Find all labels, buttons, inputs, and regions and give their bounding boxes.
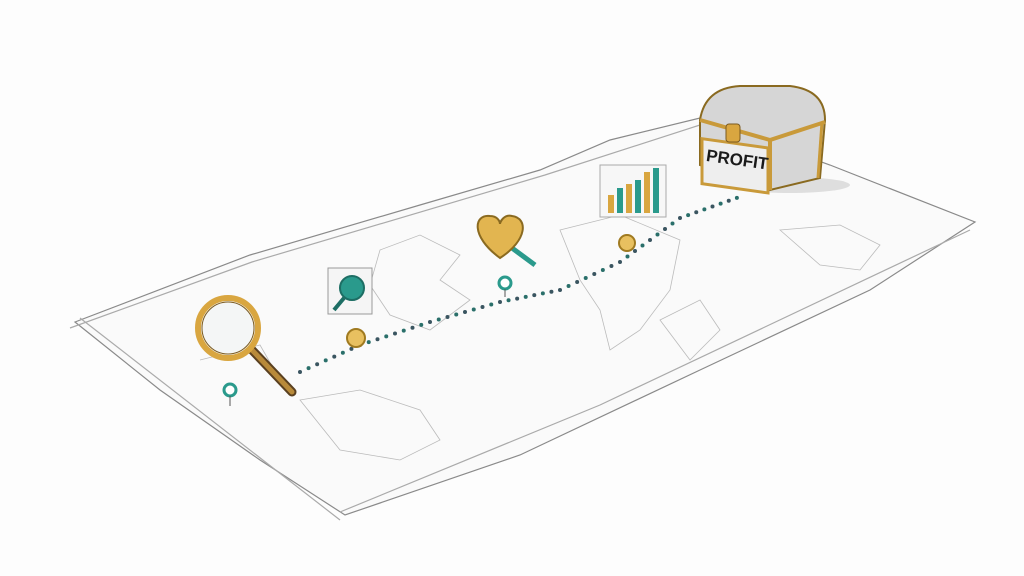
route-dot xyxy=(366,340,371,345)
route-dot xyxy=(428,320,432,324)
route-dot xyxy=(306,366,311,371)
bar-chart-icon xyxy=(599,164,667,218)
map-pin-icon xyxy=(497,275,513,297)
route-dot xyxy=(549,289,554,294)
route-dot xyxy=(609,264,614,268)
coin-icon xyxy=(346,328,366,348)
route-dot xyxy=(384,334,389,339)
route-dot xyxy=(445,315,450,319)
route-dot xyxy=(340,350,345,355)
route-dot xyxy=(410,325,415,330)
route-dot xyxy=(600,268,605,272)
route-dot xyxy=(678,216,682,220)
route-dot xyxy=(401,328,406,333)
route-dot xyxy=(686,213,691,218)
route-dot xyxy=(670,221,675,226)
route-dot xyxy=(592,272,597,276)
route-dot xyxy=(726,198,731,203)
coin-icon xyxy=(618,234,636,252)
route-dot xyxy=(393,331,397,336)
route-dot xyxy=(694,210,699,215)
map-sheet xyxy=(69,117,977,521)
route-dot xyxy=(375,337,380,342)
route-dot xyxy=(633,249,637,253)
route-dot xyxy=(523,294,528,299)
map-pin-icon xyxy=(222,382,238,406)
route-dot xyxy=(640,243,645,248)
route-dot xyxy=(471,307,476,312)
route-dot xyxy=(315,362,320,367)
magnifying-glass-icon xyxy=(195,295,297,397)
route-dot xyxy=(648,238,652,242)
route-dot xyxy=(323,358,328,363)
route-dot xyxy=(655,232,660,237)
route-dot xyxy=(663,227,667,231)
route-dot xyxy=(298,370,302,374)
route-dot xyxy=(625,254,630,259)
route-dot xyxy=(583,276,588,280)
route-dot xyxy=(349,346,354,351)
route-dot xyxy=(575,280,580,284)
route-dot xyxy=(419,322,424,327)
route-dot xyxy=(332,354,337,359)
route-dot xyxy=(436,317,441,322)
route-dot xyxy=(463,310,467,314)
route-dot xyxy=(506,298,511,303)
route-dot xyxy=(618,260,622,264)
route-dot xyxy=(702,207,707,212)
search-frame-icon xyxy=(327,267,373,315)
route-dot xyxy=(454,312,459,317)
route-dot xyxy=(489,302,494,307)
route-dot xyxy=(558,288,562,292)
route-dot xyxy=(540,291,545,296)
route-dot xyxy=(480,305,485,309)
treasure-chest-icon: PROFIT xyxy=(699,85,850,195)
heart-magnifier-icon xyxy=(476,214,537,268)
route-dot xyxy=(498,300,502,304)
route-dot xyxy=(718,201,723,206)
route-dot xyxy=(566,284,571,288)
route-dot xyxy=(532,293,537,298)
route-dot xyxy=(710,204,715,209)
route-dot xyxy=(734,195,739,200)
route-dot xyxy=(515,296,520,301)
